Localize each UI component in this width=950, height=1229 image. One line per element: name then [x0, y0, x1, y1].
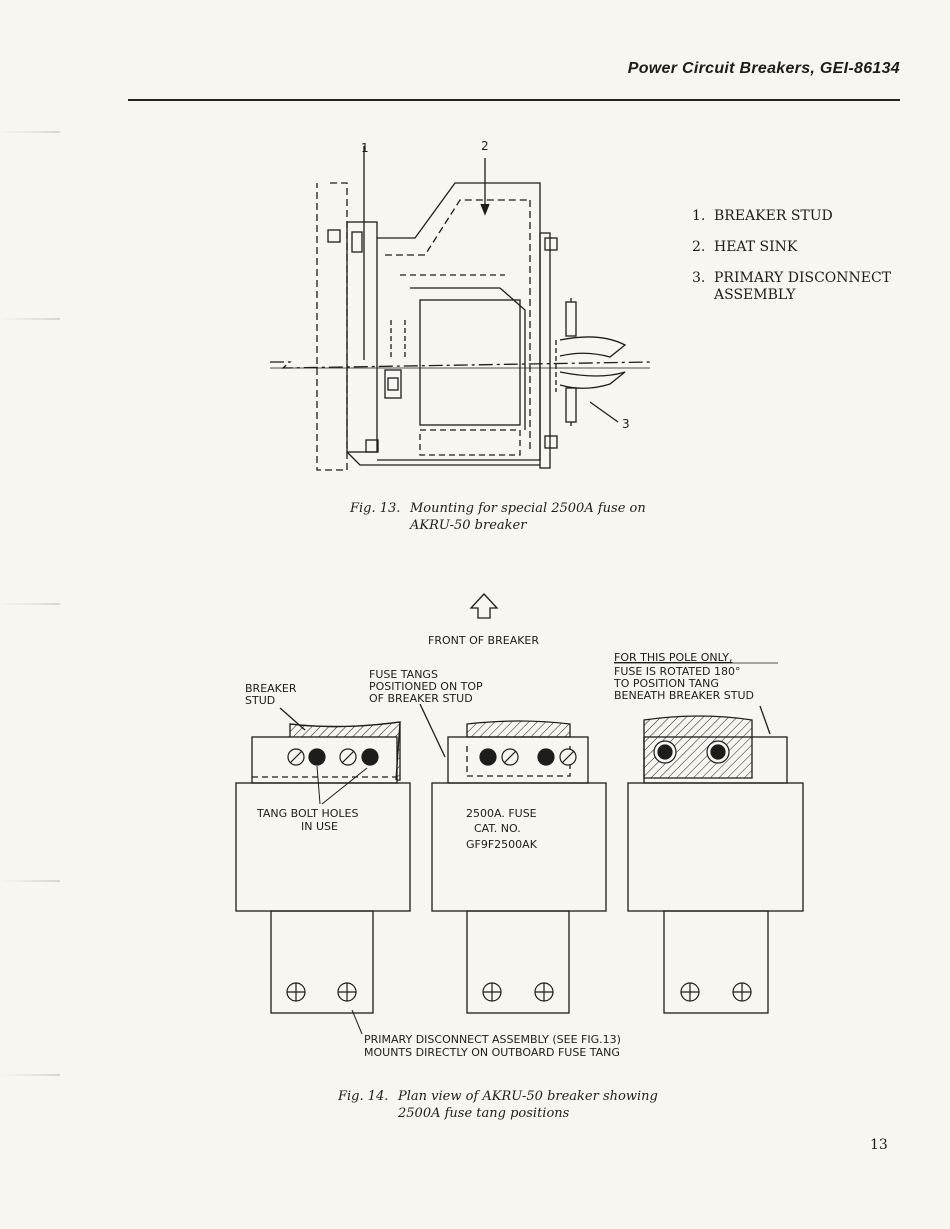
- fuse-tangs-label: OF BREAKER STUD: [369, 692, 473, 705]
- margin-mark: [0, 1074, 60, 1076]
- fuse-tangs-label: FUSE TANGS: [369, 668, 438, 681]
- header-rule: [128, 99, 900, 101]
- pole-note: FUSE IS ROTATED 180°: [614, 665, 741, 678]
- fuse-rating-label: GF9F2500AK: [466, 838, 538, 851]
- margin-mark: [0, 880, 60, 882]
- breaker-stud-label: BREAKER: [245, 682, 297, 695]
- pole-note: BENEATH BREAKER STUD: [614, 689, 754, 702]
- callout-1: 1: [361, 141, 369, 155]
- pole-note: FOR THIS POLE ONLY,: [614, 651, 732, 664]
- breaker-stud-label: STUD: [245, 694, 275, 707]
- figure13-legend: 1. BREAKER STUD 2. HEAT SINK 3. PRIMARY …: [692, 208, 932, 318]
- margin-mark: [0, 318, 60, 320]
- figure14-caption: Fig. 14.Plan view of AKRU-50 breaker sho…: [338, 1089, 658, 1121]
- fuse-rating-label: CAT. NO.: [474, 822, 521, 835]
- fuse-rating-label: 2500A. FUSE: [466, 807, 537, 820]
- legend-item: 2. HEAT SINK: [692, 239, 798, 255]
- callout-3: 3: [622, 417, 630, 431]
- page-header-title: Power Circuit Breakers, GEI-86134: [627, 60, 900, 77]
- legend-item: 3. PRIMARY DISCONNECT ASSEMBLY: [692, 270, 892, 303]
- front-arrow-icon: [469, 593, 499, 619]
- pole-note: TO POSITION TANG: [613, 677, 719, 690]
- figure13-drawing: 1 2 3: [270, 139, 651, 471]
- tang-bolt-holes-label: TANG BOLT HOLES: [256, 807, 358, 820]
- fuse-tangs-label: POSITIONED ON TOP: [369, 680, 483, 693]
- margin-mark: [0, 131, 60, 133]
- primary-disconnect-note: MOUNTS DIRECTLY ON OUTBOARD FUSE TANG: [364, 1046, 620, 1059]
- tang-bolt-holes-label: IN USE: [301, 820, 338, 833]
- margin-mark: [0, 603, 60, 605]
- figure13-caption: Fig. 13.Mounting for special 2500A fuse …: [350, 501, 646, 533]
- legend-item: 1. BREAKER STUD: [692, 208, 833, 224]
- front-of-breaker-label: FRONT OF BREAKER: [428, 634, 539, 647]
- figure14-drawing: FRONT OF BREAKER BREAKER STUD FUSE TANGS…: [235, 593, 804, 1059]
- primary-disconnect-note: PRIMARY DISCONNECT ASSEMBLY (SEE FIG.13): [364, 1033, 621, 1046]
- page-number: 13: [870, 1137, 888, 1153]
- callout-2: 2: [481, 139, 489, 153]
